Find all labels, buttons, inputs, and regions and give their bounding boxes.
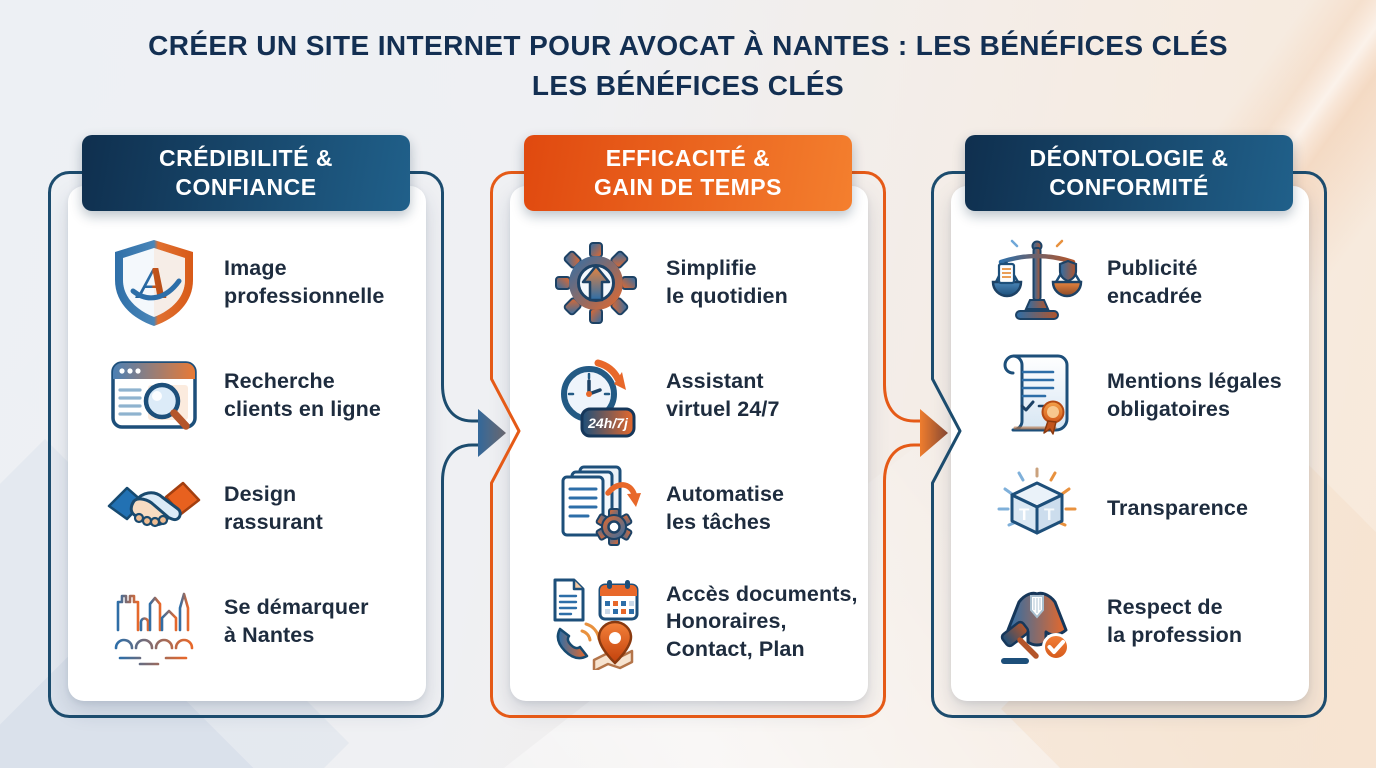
page-title-line2: LES BÉNÉFICES CLÉS bbox=[531, 70, 845, 101]
card-efficacite-gain-de-temps: Simplifie le quotidien 24h/7j Assistant … bbox=[490, 133, 948, 718]
item-label: Publicité encadrée bbox=[1107, 256, 1203, 308]
card-items: Publicité encadrée bbox=[951, 186, 1309, 701]
document-calendar-phone-map-icon bbox=[548, 574, 644, 670]
item-label: Respect de la profession bbox=[1107, 595, 1243, 647]
list-item: Publicité encadrée bbox=[989, 235, 1299, 331]
card-header: DÉONTOLOGIE & CONFORMITÉ bbox=[965, 135, 1293, 211]
item-label: Transparence bbox=[1107, 496, 1249, 521]
card-items: Simplifie le quotidien 24h/7j Assistant … bbox=[510, 186, 868, 701]
badge-24h7j: 24h/7j bbox=[587, 415, 629, 431]
card-deontologie-conformite: Publicité encadrée bbox=[931, 133, 1327, 718]
list-item: 24h/7j Assistant virtuel 24/7 bbox=[548, 348, 858, 444]
item-label: Accès documents, Honoraires, Contact, Pl… bbox=[666, 581, 858, 661]
list-item: Simplifie le quotidien bbox=[548, 235, 858, 331]
page-title: CRÉER UN SITE INTERNET POUR AVOCAT À NAN… bbox=[0, 30, 1376, 102]
list-item: Accès documents, Honoraires, Contact, Pl… bbox=[548, 574, 858, 670]
shield-letter-a-icon: A bbox=[106, 235, 202, 331]
lawyer-robe-gavel-icon bbox=[989, 574, 1085, 670]
list-item: Design rassurant bbox=[106, 461, 416, 557]
list-item: Mentions légales obligatoires bbox=[989, 348, 1299, 444]
item-label: Assistant virtuel 24/7 bbox=[666, 369, 780, 421]
item-label: Se démarquer à Nantes bbox=[224, 595, 369, 647]
legal-scroll-seal-icon bbox=[989, 348, 1085, 444]
card-header-label: CRÉDIBILITÉ & CONFIANCE bbox=[159, 145, 333, 200]
scales-of-justice-icon bbox=[989, 235, 1085, 331]
list-item: Respect de la profession bbox=[989, 574, 1299, 670]
page-title-line1: CRÉER UN SITE INTERNET POUR AVOCAT À NAN… bbox=[148, 30, 1228, 61]
clock-24-7-icon: 24h/7j bbox=[548, 348, 644, 444]
item-label: Simplifie le quotidien bbox=[666, 256, 788, 308]
item-label: Image professionnelle bbox=[224, 256, 385, 308]
card-header: EFFICACITÉ & GAIN DE TEMPS bbox=[524, 135, 852, 211]
item-label: Design rassurant bbox=[224, 482, 323, 534]
list-item: Recherche clients en ligne bbox=[106, 348, 416, 444]
card-items: A Image professionnelle bbox=[68, 186, 426, 701]
item-label: Recherche clients en ligne bbox=[224, 369, 381, 421]
card-credibilite-confiance: A Image professionnelle bbox=[48, 133, 506, 718]
gear-up-arrow-icon bbox=[548, 235, 644, 331]
card-header-label: DÉONTOLOGIE & CONFORMITÉ bbox=[1029, 145, 1229, 200]
card-header-label: EFFICACITÉ & GAIN DE TEMPS bbox=[594, 145, 782, 200]
list-item: Automatise les tâches bbox=[548, 461, 858, 557]
handshake-icon bbox=[106, 461, 202, 557]
list-item: A Image professionnelle bbox=[106, 235, 416, 331]
svg-text:T: T bbox=[1019, 505, 1030, 524]
item-label: Mentions légales obligatoires bbox=[1107, 369, 1282, 421]
nantes-skyline-icon bbox=[106, 574, 202, 670]
card-header: CRÉDIBILITÉ & CONFIANCE bbox=[82, 135, 410, 211]
transparent-cube-icon: T T bbox=[989, 461, 1085, 557]
list-item: Se démarquer à Nantes bbox=[106, 574, 416, 670]
list-item: T T Transparence bbox=[989, 461, 1299, 557]
item-label: Automatise les tâches bbox=[666, 482, 785, 534]
svg-text:T: T bbox=[1044, 505, 1055, 524]
documents-gear-icon bbox=[548, 461, 644, 557]
browser-search-icon bbox=[106, 348, 202, 444]
